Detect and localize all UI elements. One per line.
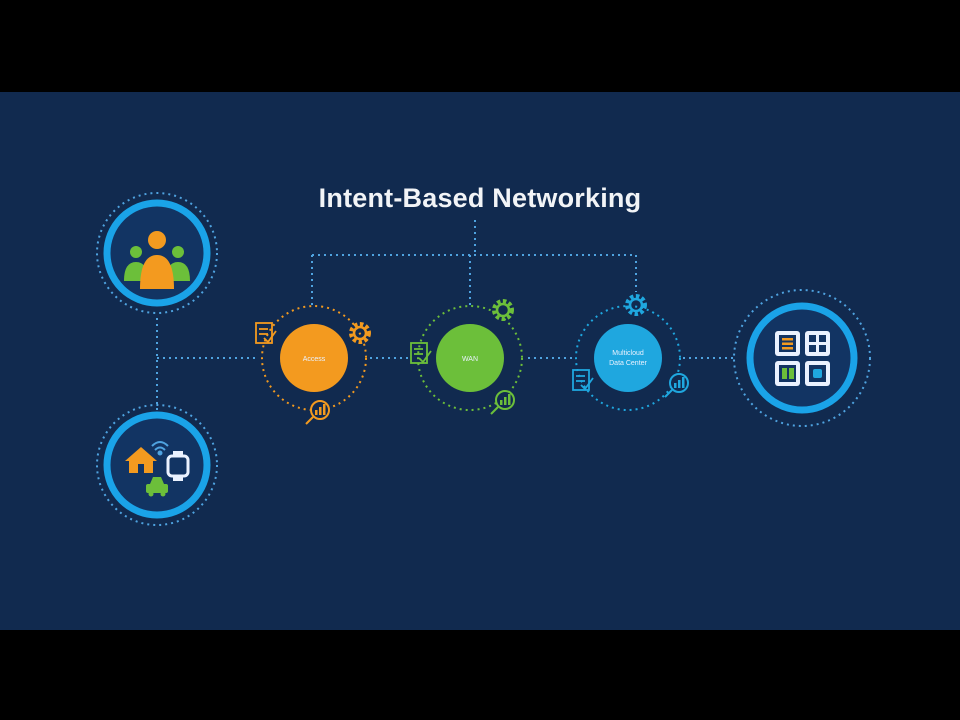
letterbox-bottom: [0, 630, 960, 720]
devices-node: [96, 404, 218, 526]
policy-checklist-icon: [410, 342, 432, 364]
letterbox-top: [0, 0, 960, 92]
policy-checklist-icon: [255, 322, 277, 344]
access-node: Access: [255, 305, 371, 425]
analytics-icon: [490, 390, 515, 415]
gear-icon: [492, 299, 514, 321]
policy-checklist-icon: [572, 369, 594, 391]
apps-node: [733, 289, 871, 427]
users-node: [96, 192, 218, 314]
apps-grid-icon: [775, 331, 830, 386]
wan-node-label: WAN: [462, 356, 478, 363]
analytics-icon: [305, 400, 330, 425]
users-icon: [124, 231, 190, 289]
gear-icon: [349, 322, 371, 344]
connector-lines: [156, 220, 733, 412]
watch-icon: [166, 451, 190, 481]
gear-icon: [625, 294, 647, 316]
wifi-icon: [151, 441, 169, 456]
wan-node: WAN: [410, 299, 523, 415]
smart-home-icon: [125, 447, 157, 473]
car-icon: [146, 477, 168, 497]
page-title: Intent-Based Networking: [318, 183, 642, 213]
datacenter-node-label-line1: Multicloud: [612, 350, 644, 357]
analytics-icon: [664, 373, 689, 398]
datacenter-node: Multicloud Data Center: [572, 294, 689, 411]
access-node-label: Access: [303, 356, 326, 363]
datacenter-node-label-line2: Data Center: [609, 360, 647, 367]
